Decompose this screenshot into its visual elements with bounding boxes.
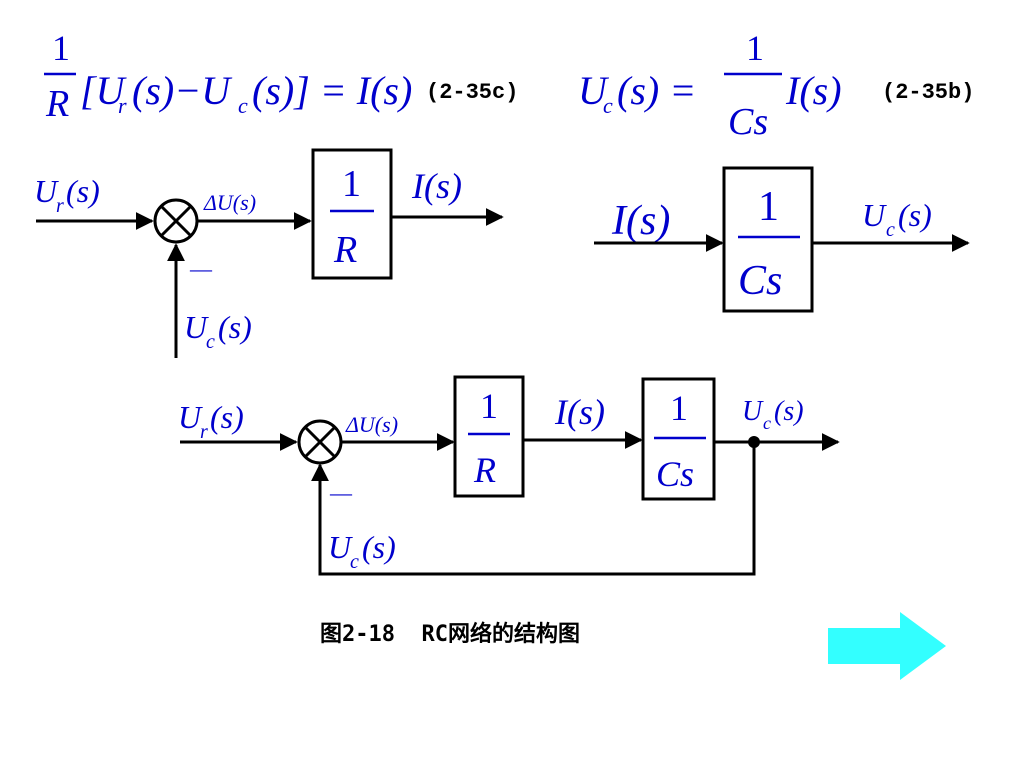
eq-c-label: (2-35c) (426, 80, 518, 105)
d1-block-num: 1 (342, 163, 361, 205)
d3-block-1-over-R (453, 375, 525, 498)
d1-feedback-U: U (184, 309, 209, 345)
d3-block1-num: 1 (480, 386, 498, 426)
d1-block-den: R (333, 229, 357, 271)
figure-caption: 图2-18 RC网络的结构图 (320, 621, 580, 647)
d3-block1-den: R (473, 450, 496, 490)
eq-c-sub-r: r (118, 93, 127, 118)
d3-feedback-path (311, 442, 756, 576)
eq-b-lhs-sub: c (603, 93, 613, 118)
d3-mid-label: I(s) (554, 392, 605, 432)
equation-2-35b: U c (s) = 1 Cs I(s) (2-35b) (578, 28, 974, 143)
d1-output-label: I(s) (411, 166, 462, 206)
d2-block-num: 1 (758, 184, 779, 230)
d1-delta-label: ΔU(s) (203, 190, 256, 215)
eq-c-body2: (s)−U (132, 68, 233, 113)
block-diagram-2: I(s) 1 Cs U c (s) (594, 166, 970, 313)
block-diagram-3: U r (s) ΔU(s) — 1 R I(s) 1 Cs U c (s) U … (178, 375, 840, 576)
d1-summing-junction (153, 198, 199, 244)
eq-b-rhs: I(s) (785, 68, 842, 113)
right-arrow-icon[interactable] (828, 612, 946, 680)
d1-input-rest: (s) (66, 173, 100, 209)
d3-delta-label: ΔU(s) (345, 412, 398, 437)
d2-input-label: I(s) (611, 198, 670, 244)
d3-output-U: U (742, 396, 764, 427)
eq-c-frac-den: R (45, 83, 69, 125)
d3-minus-sign: — (329, 480, 353, 505)
d2-output-rest: (s) (898, 197, 932, 233)
d2-block-den: Cs (738, 258, 782, 304)
d3-input-rest: (s) (210, 399, 244, 435)
d1-input-U: U (34, 173, 59, 209)
d2-output-U: U (862, 197, 887, 233)
equation-2-35c: 1 R [U r (s)−U c (s)] = I(s) (2-35c) (44, 28, 518, 125)
eq-b-label: (2-35b) (882, 80, 974, 105)
eq-c-sub-c: c (238, 93, 248, 118)
d3-input-U: U (178, 399, 203, 435)
block-diagram-1: U r (s) ΔU(s) — U c (s) 1 R I(s) (34, 148, 504, 358)
eq-c-frac-num: 1 (52, 28, 70, 68)
d3-feedback-U: U (328, 529, 353, 565)
d3-block2-den: Cs (656, 454, 694, 494)
d1-block-1-over-R (311, 148, 393, 280)
d3-summing-junction (297, 419, 343, 465)
eq-c-body: [U (80, 68, 128, 113)
eq-b-lhs-rest: (s) = (617, 68, 696, 113)
eq-b-lhs: U (578, 68, 610, 113)
d3-output-rest: (s) (774, 396, 804, 427)
d1-feedback-rest: (s) (218, 309, 252, 345)
d2-block-1-over-Cs (722, 166, 814, 313)
d3-feedback-sub: c (350, 551, 359, 573)
d1-input-sub: r (56, 195, 64, 217)
d1-feedback-sub: c (206, 331, 215, 353)
eq-b-frac-den: Cs (728, 101, 768, 143)
d3-output-sub: c (763, 413, 771, 433)
eq-b-frac-num: 1 (746, 28, 764, 68)
eq-c-body3: (s)] = I(s) (252, 68, 412, 113)
d1-minus-sign: — (189, 256, 213, 281)
d3-feedback-rest: (s) (362, 529, 396, 565)
d3-input-sub: r (200, 421, 208, 443)
d2-output-sub: c (886, 219, 895, 241)
d3-block2-num: 1 (670, 388, 688, 428)
